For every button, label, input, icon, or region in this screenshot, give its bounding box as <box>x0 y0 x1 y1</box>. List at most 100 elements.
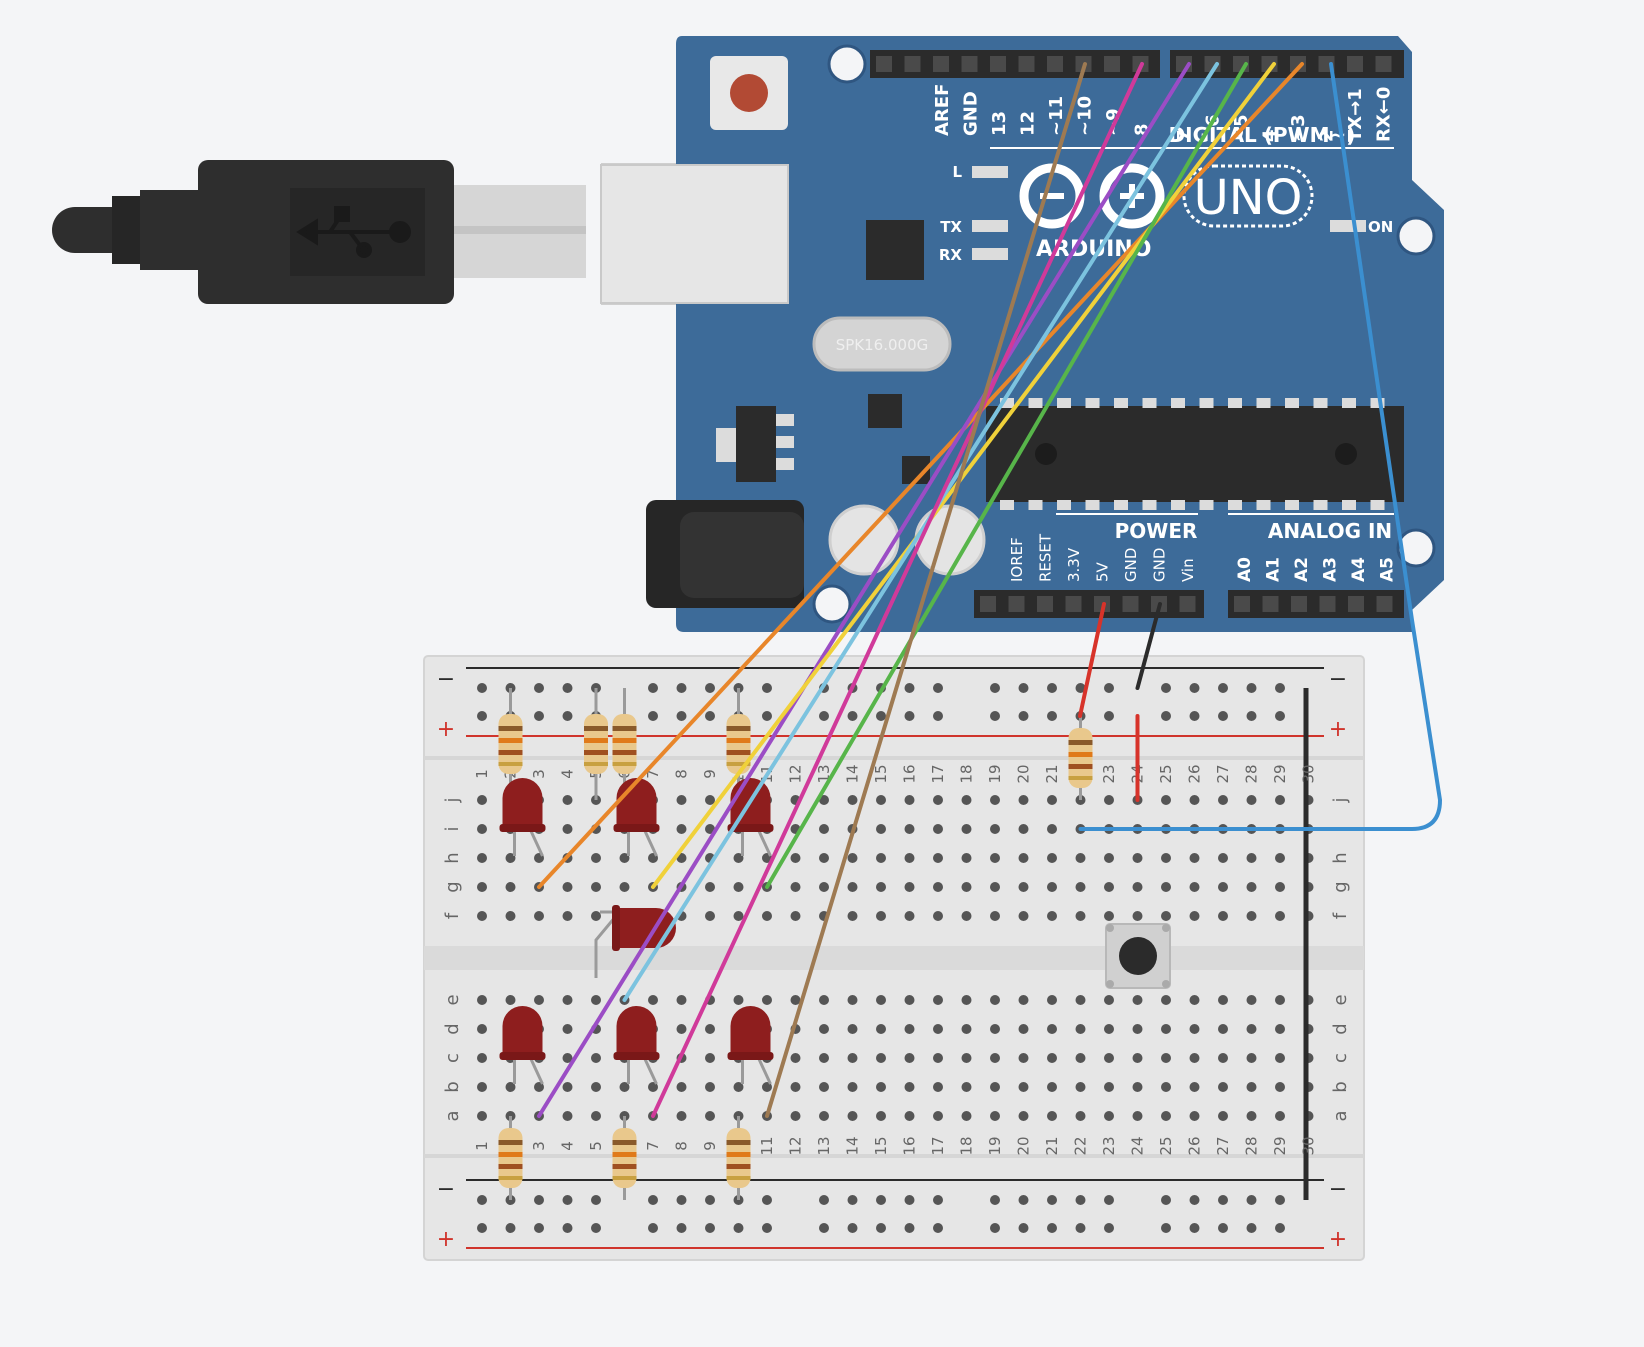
rail-hole[interactable] <box>1104 711 1114 721</box>
breadboard-hole[interactable] <box>1275 795 1285 805</box>
breadboard-hole[interactable] <box>1275 853 1285 863</box>
breadboard-hole[interactable] <box>847 1111 858 1121</box>
breadboard-hole[interactable] <box>990 882 1000 892</box>
breadboard-hole[interactable] <box>1104 1082 1114 1092</box>
breadboard-hole[interactable] <box>1104 882 1114 892</box>
breadboard-hole[interactable] <box>990 1111 1000 1121</box>
breadboard-hole[interactable] <box>933 1053 943 1063</box>
digital-pin-hole[interactable] <box>1018 56 1035 72</box>
breadboard-hole[interactable] <box>876 995 886 1005</box>
breadboard-hole[interactable] <box>819 1082 829 1092</box>
breadboard-hole[interactable] <box>591 853 601 863</box>
breadboard-hole[interactable] <box>1018 882 1029 892</box>
breadboard-hole[interactable] <box>1189 882 1200 892</box>
breadboard-hole[interactable] <box>904 1024 915 1034</box>
breadboard-hole[interactable] <box>904 853 915 863</box>
rail-hole[interactable] <box>1018 1223 1029 1233</box>
breadboard-hole[interactable] <box>1018 795 1029 805</box>
breadboard-hole[interactable] <box>1246 1053 1257 1063</box>
breadboard-hole[interactable] <box>762 911 772 921</box>
breadboard-hole[interactable] <box>705 1024 715 1034</box>
breadboard-hole[interactable] <box>819 1053 829 1063</box>
breadboard-hole[interactable] <box>1189 795 1200 805</box>
rail-hole[interactable] <box>705 711 715 721</box>
rail-hole[interactable] <box>990 711 1000 721</box>
rail-hole[interactable] <box>1275 711 1285 721</box>
breadboard-hole[interactable] <box>961 1111 972 1121</box>
breadboard-hole[interactable] <box>1218 1053 1228 1063</box>
rail-hole[interactable] <box>1189 711 1200 721</box>
breadboard-hole[interactable] <box>1161 995 1171 1005</box>
digital-pin-hole[interactable] <box>1104 56 1120 72</box>
breadboard-hole[interactable] <box>847 1024 858 1034</box>
breadboard-hole[interactable] <box>534 911 544 921</box>
power-pin-hole[interactable] <box>1376 596 1393 612</box>
breadboard-hole[interactable] <box>1189 1111 1200 1121</box>
digital-pin-hole[interactable] <box>1290 56 1306 72</box>
rail-hole[interactable] <box>1275 1195 1285 1205</box>
breadboard-hole[interactable] <box>790 1053 801 1063</box>
rail-hole[interactable] <box>562 1223 573 1233</box>
breadboard-hole[interactable] <box>1189 1024 1200 1034</box>
rail-hole[interactable] <box>1104 683 1114 693</box>
breadboard-hole[interactable] <box>648 1082 658 1092</box>
breadboard-hole[interactable] <box>1275 1053 1285 1063</box>
rail-hole[interactable] <box>1218 711 1228 721</box>
breadboard-hole[interactable] <box>1047 824 1057 834</box>
breadboard-hole[interactable] <box>1161 882 1171 892</box>
breadboard-hole[interactable] <box>990 1053 1000 1063</box>
power-pin-hole[interactable] <box>1008 596 1025 612</box>
breadboard-hole[interactable] <box>990 911 1000 921</box>
rail-hole[interactable] <box>562 711 573 721</box>
breadboard-hole[interactable] <box>1275 1024 1285 1034</box>
breadboard-hole[interactable] <box>961 1053 972 1063</box>
breadboard-hole[interactable] <box>1075 1082 1086 1092</box>
rail-hole[interactable] <box>933 683 943 693</box>
breadboard-hole[interactable] <box>1104 853 1114 863</box>
power-pin-hole[interactable] <box>1234 596 1250 612</box>
breadboard-hole[interactable] <box>990 1082 1000 1092</box>
breadboard-hole[interactable] <box>933 911 943 921</box>
digital-pin-hole[interactable] <box>990 56 1006 72</box>
breadboard-hole[interactable] <box>961 1082 972 1092</box>
breadboard-hole[interactable] <box>904 1053 915 1063</box>
rail-hole[interactable] <box>762 1223 772 1233</box>
rail-hole[interactable] <box>648 683 658 693</box>
breadboard-hole[interactable] <box>1132 1111 1143 1121</box>
breadboard-hole[interactable] <box>562 824 573 834</box>
breadboard-hole[interactable] <box>733 995 744 1005</box>
rail-hole[interactable] <box>1161 711 1171 721</box>
breadboard-hole[interactable] <box>505 995 516 1005</box>
breadboard-hole[interactable] <box>733 882 744 892</box>
breadboard-hole[interactable] <box>933 824 943 834</box>
breadboard-hole[interactable] <box>1047 1082 1057 1092</box>
breadboard-hole[interactable] <box>904 824 915 834</box>
breadboard-hole[interactable] <box>733 1082 744 1092</box>
power-pin-hole[interactable] <box>1348 596 1364 612</box>
breadboard-hole[interactable] <box>1246 1082 1257 1092</box>
breadboard-hole[interactable] <box>562 911 573 921</box>
rail-hole[interactable] <box>676 683 687 693</box>
breadboard-hole[interactable] <box>1132 882 1143 892</box>
breadboard-hole[interactable] <box>1161 1111 1171 1121</box>
breadboard-hole[interactable] <box>1047 882 1057 892</box>
rail-hole[interactable] <box>591 1223 601 1233</box>
breadboard-hole[interactable] <box>1075 853 1086 863</box>
digital-pin-hole[interactable] <box>904 56 921 72</box>
breadboard-hole[interactable] <box>505 1082 516 1092</box>
rail-hole[interactable] <box>1018 1195 1029 1205</box>
rail-hole[interactable] <box>705 1223 715 1233</box>
rail-hole[interactable] <box>1275 683 1285 693</box>
breadboard-hole[interactable] <box>1132 853 1143 863</box>
rail-hole[interactable] <box>534 711 544 721</box>
power-pin-hole[interactable] <box>1122 596 1139 612</box>
breadboard-hole[interactable] <box>876 911 886 921</box>
breadboard-hole[interactable] <box>990 795 1000 805</box>
breadboard-hole[interactable] <box>1075 911 1086 921</box>
breadboard-hole[interactable] <box>1018 1024 1029 1034</box>
breadboard-hole[interactable] <box>1047 1111 1057 1121</box>
breadboard-hole[interactable] <box>1047 995 1057 1005</box>
breadboard-hole[interactable] <box>904 795 915 805</box>
rail-hole[interactable] <box>1104 1195 1114 1205</box>
breadboard-hole[interactable] <box>562 795 573 805</box>
